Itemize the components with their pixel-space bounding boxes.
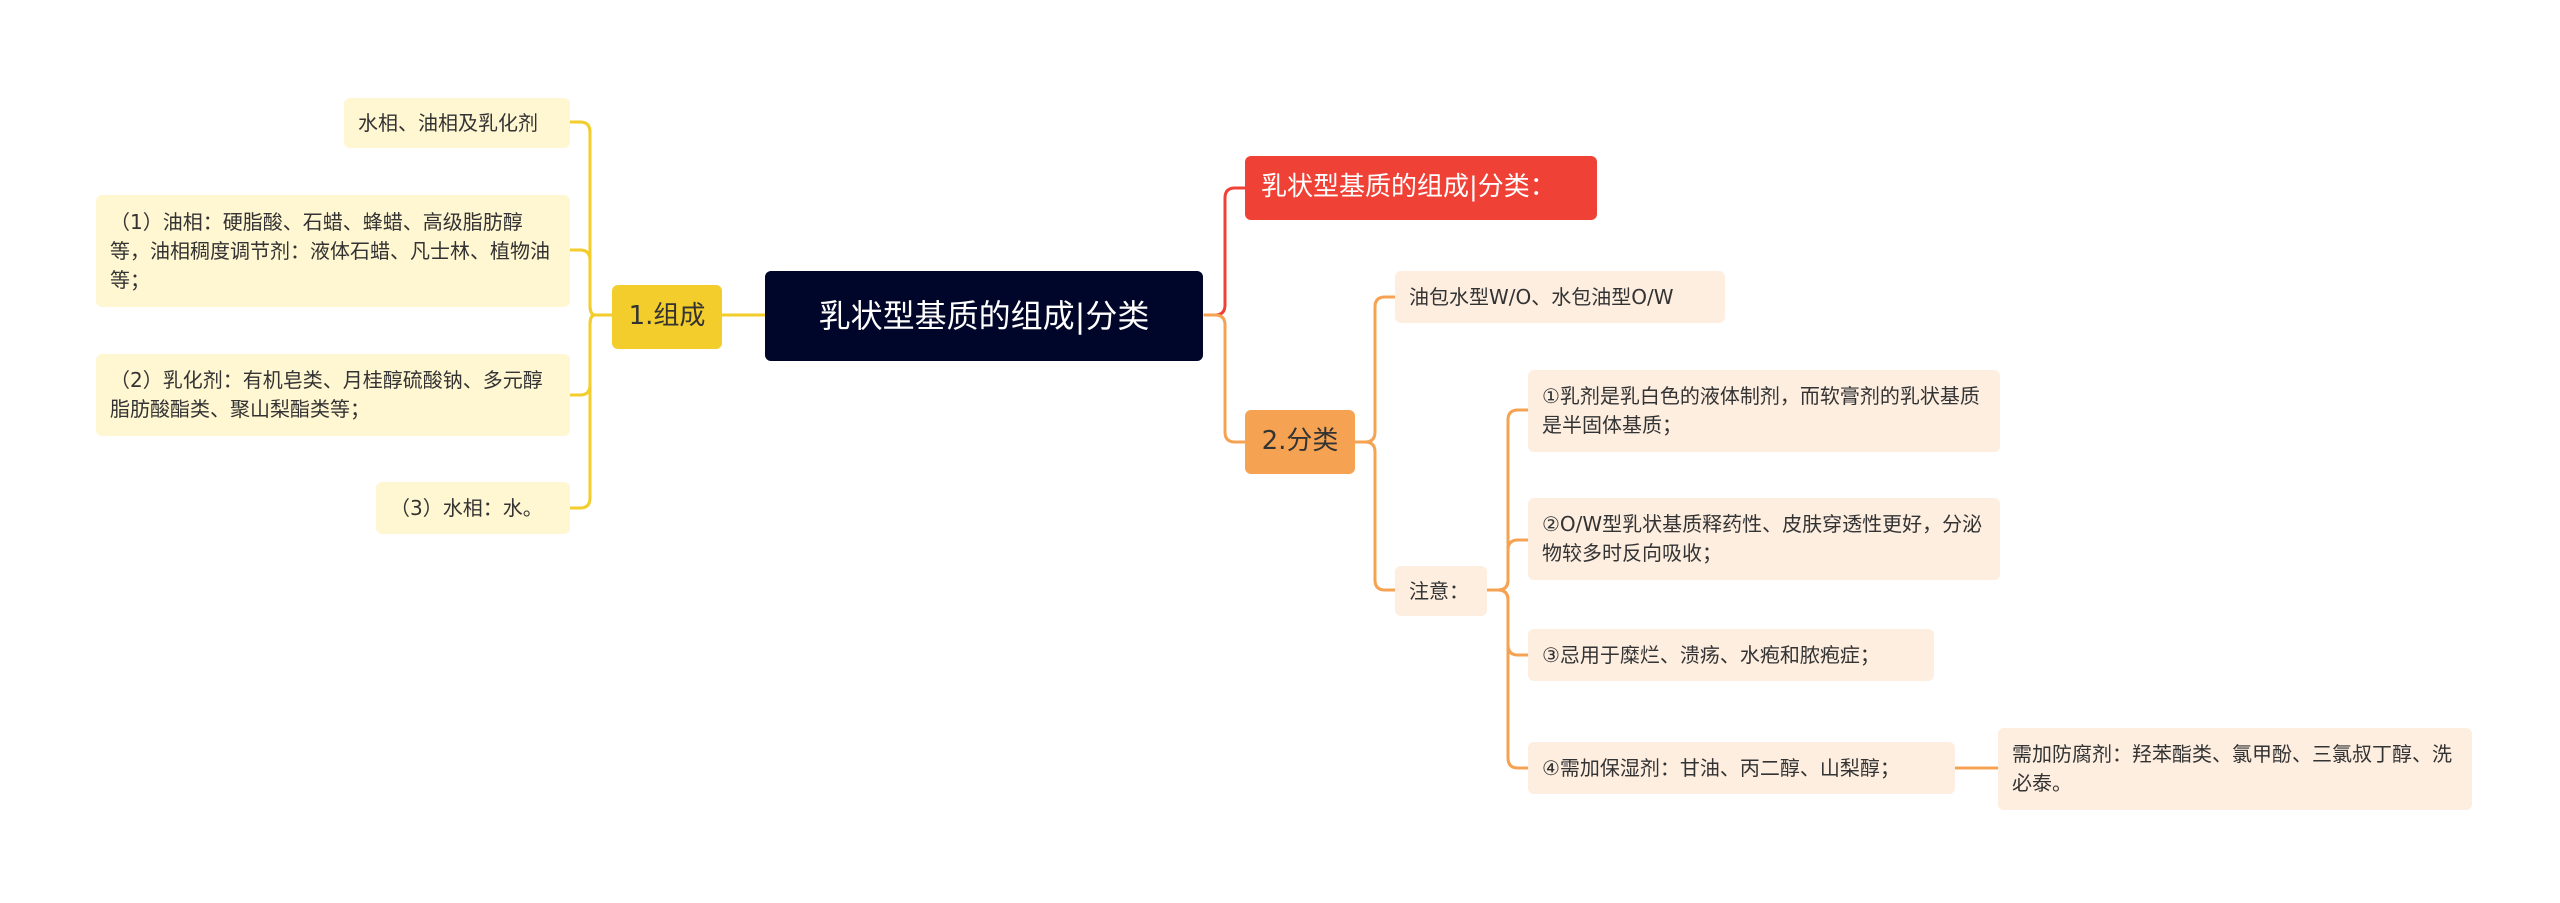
- composition-item-3[interactable]: （2）乳化剂：有机皂类、月桂醇硫酸钠、多元醇脂肪酸酯类、聚山梨酯类等；: [96, 354, 570, 436]
- composition-item-4-label: （3）水相：水。: [390, 495, 543, 520]
- edge-note-to-note-4: [1496, 588, 1530, 770]
- emulsion-types[interactable]: 油包水型W/O、水包油型O/W: [1395, 271, 1725, 323]
- branch-classification[interactable]: 2.分类: [1245, 410, 1355, 474]
- note-item-3[interactable]: ③忌用于糜烂、溃疡、水疱和脓疱症；: [1528, 629, 1934, 681]
- edge-root-to-classification: [1203, 313, 1247, 444]
- edge-classification-to-type: [1353, 295, 1397, 444]
- edge-note-to-note-2: [1496, 538, 1530, 592]
- note-item-4-label: ④需加保湿剂：甘油、丙二醇、山梨醇；: [1542, 755, 1900, 780]
- branch-composition[interactable]: 1.组成: [612, 285, 722, 349]
- preservative-item[interactable]: 需加防腐剂：羟苯酯类、氯甲酚、三氯叔丁醇、洗必泰。: [1998, 728, 2472, 810]
- classification-title[interactable]: 乳状型基质的组成|分类：: [1245, 156, 1597, 220]
- emulsion-types-label: 油包水型W/O、水包油型O/W: [1409, 284, 1674, 309]
- branch-composition-label: 1.组成: [628, 301, 706, 332]
- branch-classification-label: 2.分类: [1261, 426, 1339, 457]
- preservative-item-label: 需加防腐剂：羟苯酯类、氯甲酚、三氯叔丁醇、洗必泰。: [2012, 742, 2452, 795]
- edge-classification-to-note: [1363, 440, 1397, 592]
- root-topic-label: 乳状型基质的组成|分类: [818, 296, 1150, 335]
- composition-item-4[interactable]: （3）水相：水。: [376, 482, 570, 534]
- note-item-4[interactable]: ④需加保湿剂：甘油、丙二醇、山梨醇；: [1528, 742, 1955, 794]
- classification-title-label: 乳状型基质的组成|分类：: [1261, 172, 1556, 203]
- composition-item-2-label: （1）油相：硬脂酸、石蜡、蜂蜡、高级脂肪醇等，油相稠度调节剂：液体石蜡、凡士林、…: [110, 209, 550, 292]
- note-item-1[interactable]: ①乳剂是乳白色的液体制剂，而软膏剂的乳状基质是半固体基质；: [1528, 370, 2000, 452]
- composition-item-1-label: 水相、油相及乳化剂: [358, 110, 538, 135]
- edge-note-to-note-3: [1496, 588, 1530, 657]
- note-item-2-label: ②O/W型乳状基质释药性、皮肤穿透性更好，分泌物较多时反向吸收；: [1542, 512, 1983, 565]
- edge-composition-to-item-4: [568, 313, 597, 510]
- note-node[interactable]: 注意：: [1395, 566, 1487, 616]
- composition-item-1[interactable]: 水相、油相及乳化剂: [344, 98, 570, 148]
- note-item-1-label: ①乳剂是乳白色的液体制剂，而软膏剂的乳状基质是半固体基质；: [1542, 384, 1980, 437]
- composition-item-3-label: （2）乳化剂：有机皂类、月桂醇硫酸钠、多元醇脂肪酸酯类、聚山梨酯类等；: [110, 368, 543, 421]
- composition-item-2[interactable]: （1）油相：硬脂酸、石蜡、蜂蜡、高级脂肪醇等，油相稠度调节剂：液体石蜡、凡士林、…: [96, 195, 570, 307]
- root-topic[interactable]: 乳状型基质的组成|分类: [765, 271, 1203, 361]
- note-node-label: 注意：: [1409, 578, 1469, 603]
- note-item-3-label: ③忌用于糜烂、溃疡、水疱和脓疱症；: [1542, 642, 1880, 667]
- note-item-2[interactable]: ②O/W型乳状基质释药性、皮肤穿透性更好，分泌物较多时反向吸收；: [1528, 498, 2000, 580]
- edge-composition-to-item-2: [568, 248, 597, 317]
- edge-root-to-title: [1203, 186, 1247, 317]
